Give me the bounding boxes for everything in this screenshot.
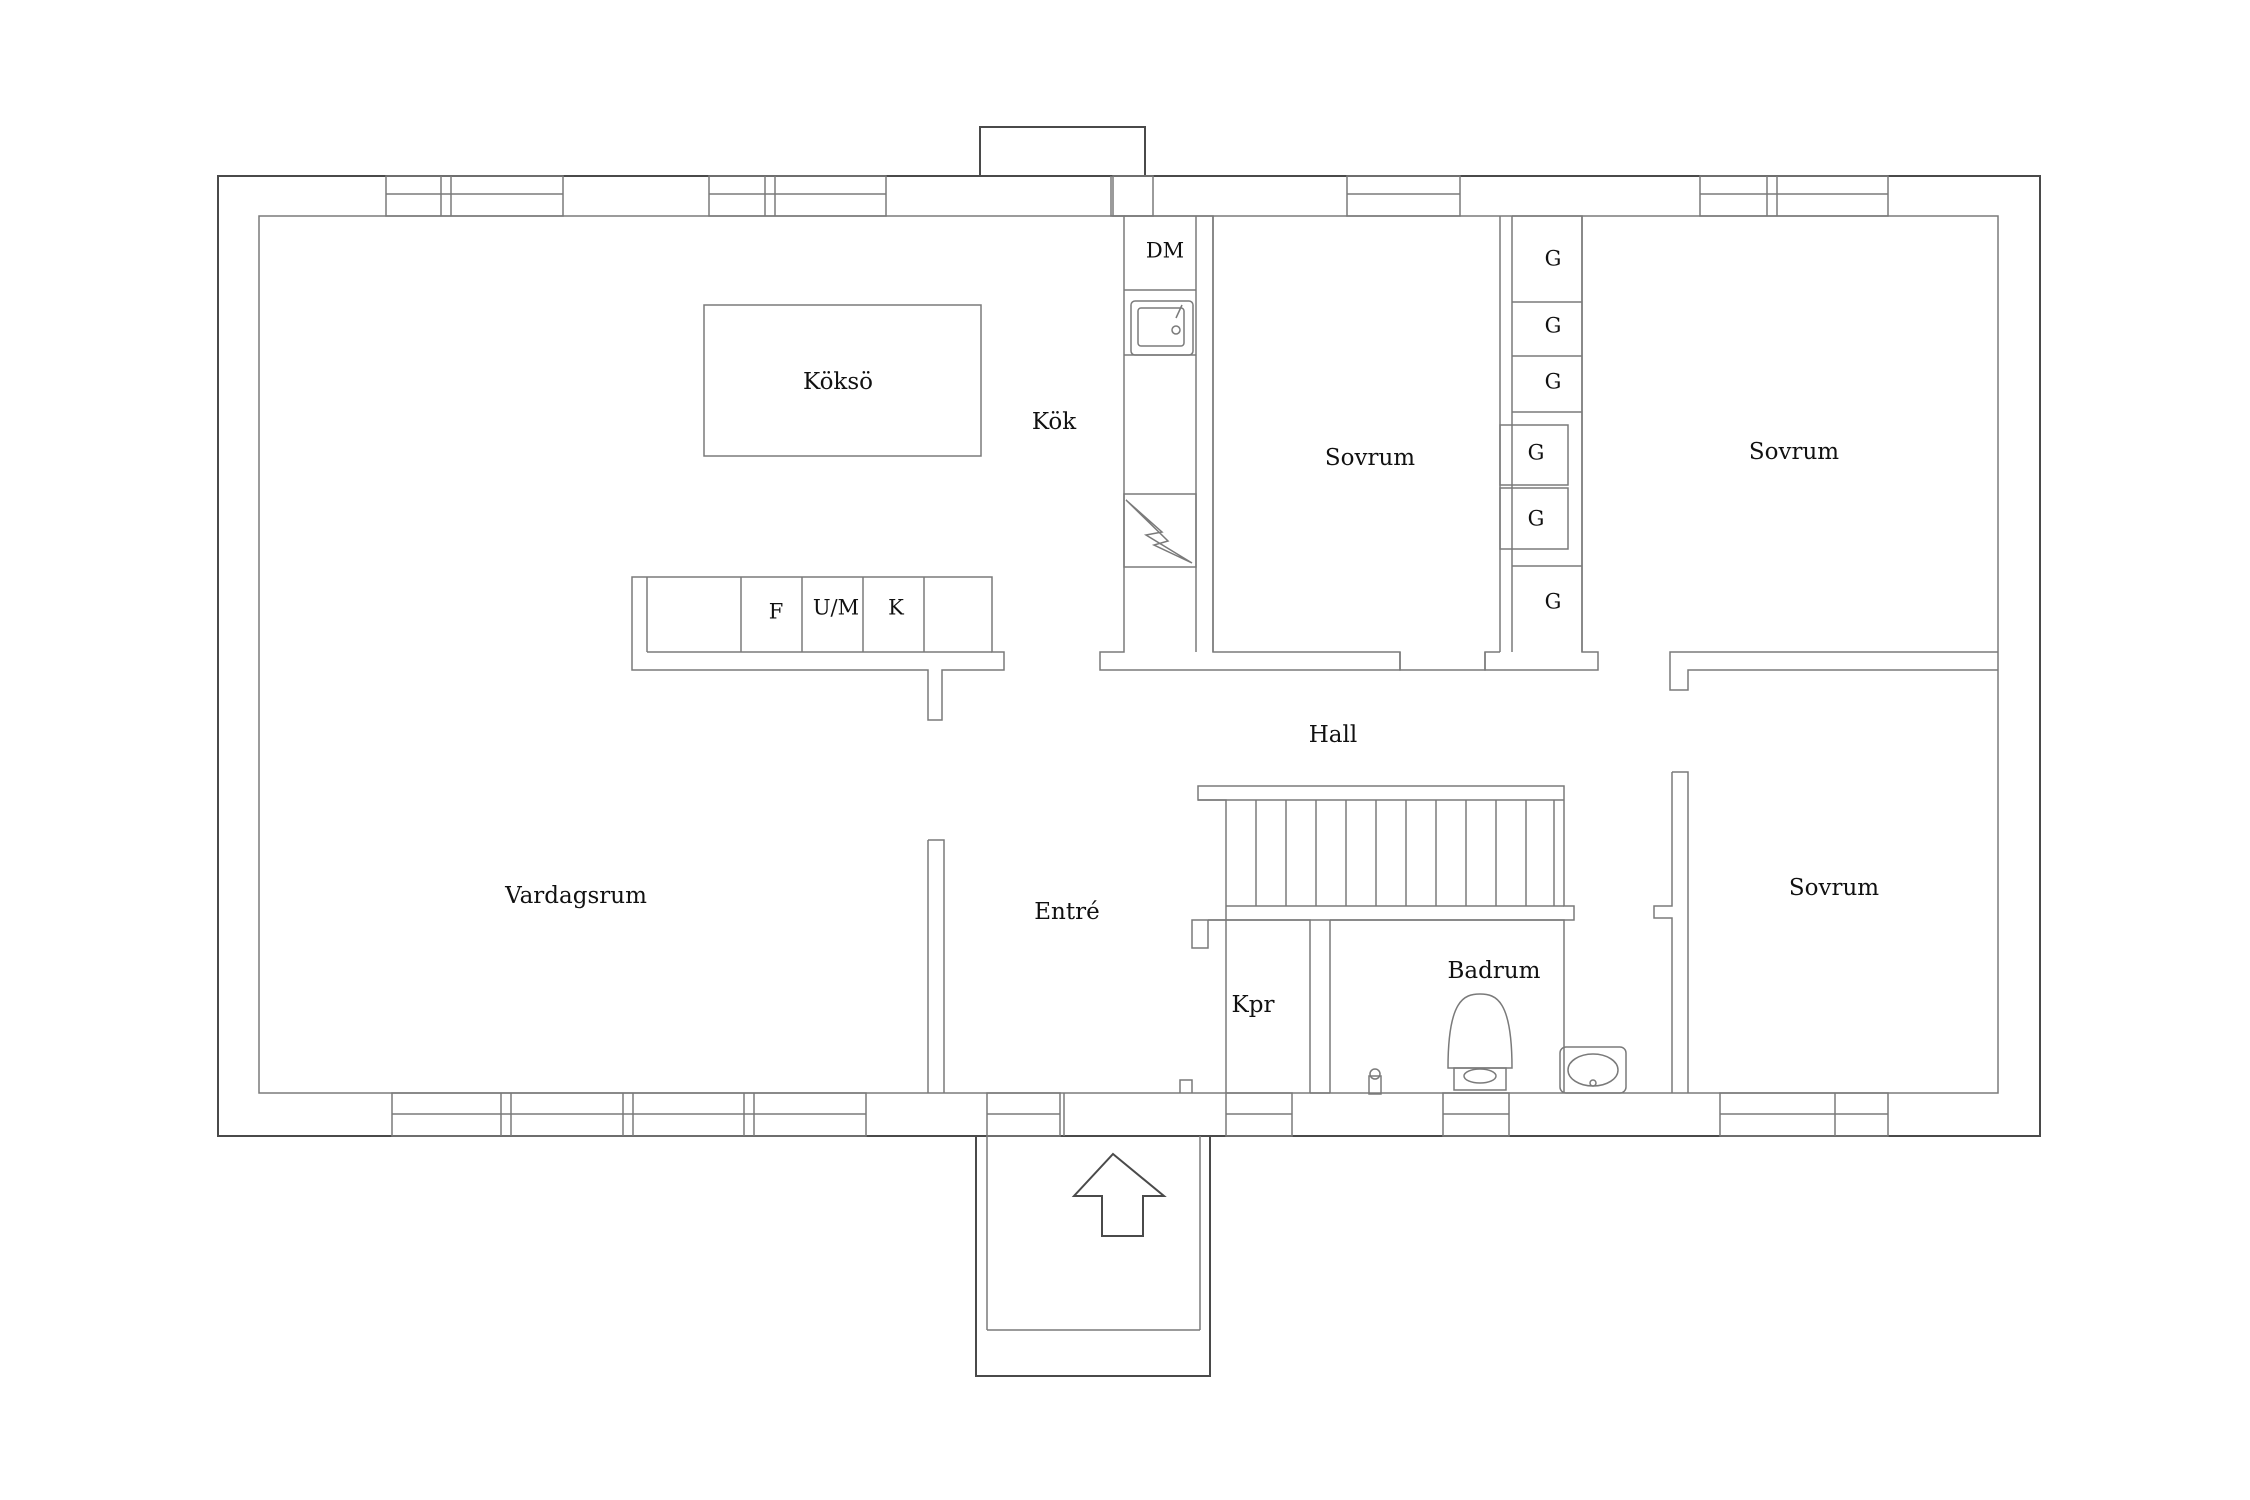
- bedroom-3-wall: [1653, 771, 1689, 1093]
- label-wardrobe-3: G: [1545, 370, 1562, 394]
- entrance-porch: [975, 1135, 1211, 1377]
- label-koksoe: Köksö: [803, 369, 873, 395]
- door-jamb: [1179, 1079, 1193, 1093]
- kitchen-island: [703, 304, 982, 457]
- inner-wall-line: [258, 215, 1999, 1094]
- chimney: [979, 126, 1146, 177]
- floor-drain-icon: [1368, 1068, 1382, 1095]
- closet-wall: [1208, 919, 1311, 1093]
- toilet-icon: [1447, 993, 1513, 1091]
- label-sovrum-2: Sovrum: [1749, 439, 1839, 465]
- label-hall: Hall: [1309, 722, 1357, 748]
- sink-icon: [1130, 300, 1194, 356]
- entrance-arrow-icon: [1071, 1152, 1167, 1237]
- label-wardrobe-6: G: [1545, 590, 1562, 614]
- label-freezer: K: [888, 596, 904, 620]
- windows-top: [385, 175, 1889, 217]
- washbasin-icon: [1559, 1046, 1627, 1094]
- label-badrum: Badrum: [1448, 958, 1541, 984]
- label-vardagsrum: Vardagsrum: [504, 883, 647, 909]
- label-oven-microwave: U/M: [813, 596, 859, 620]
- label-fridge: F: [769, 600, 784, 624]
- label-kok: Kök: [1032, 409, 1077, 435]
- label-kpr: Kpr: [1232, 992, 1275, 1018]
- stove-symbol-icon: [1125, 499, 1193, 564]
- stove: [1123, 493, 1197, 568]
- label-wardrobe-5: G: [1528, 507, 1545, 531]
- staircase: [1191, 785, 1575, 949]
- outer-wall: [217, 175, 2041, 1137]
- bedroom-1-wall: [1212, 216, 1501, 671]
- label-wardrobe-2: G: [1545, 314, 1562, 338]
- label-entre: Entré: [1034, 899, 1099, 925]
- label-sovrum-3: Sovrum: [1789, 875, 1879, 901]
- kitchen-counter: [631, 576, 1005, 721]
- label-wardrobe-1: G: [1545, 247, 1562, 271]
- bedroom-2-wall: [1581, 216, 1998, 691]
- bathroom-wall: [1310, 919, 1565, 1094]
- wardrobe-column: [1484, 215, 1599, 671]
- label-dm: DM: [1146, 239, 1184, 263]
- living-room-wall: [927, 839, 945, 1093]
- windows-bottom: [391, 1092, 1889, 1137]
- label-sovrum-1: Sovrum: [1325, 445, 1415, 471]
- label-wardrobe-4: G: [1528, 441, 1545, 465]
